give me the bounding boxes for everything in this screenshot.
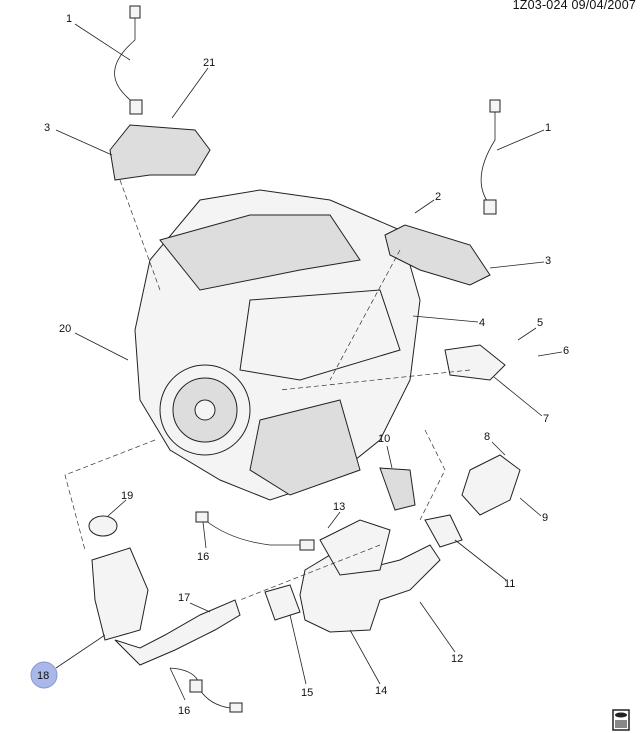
- callout-14[interactable]: 14: [375, 685, 387, 697]
- catalytic-converter-left: [91, 547, 149, 641]
- gasket-19: [88, 515, 118, 537]
- callout-16[interactable]: 16: [178, 705, 190, 717]
- callout-18[interactable]: 18: [37, 670, 49, 682]
- leader-lines: [55, 23, 563, 701]
- gasket-15: [264, 584, 301, 621]
- exhaust-manifold-right: [444, 344, 506, 381]
- diagram-id-date: 1Z03-024 09/04/2007: [512, 0, 636, 12]
- callout-7[interactable]: 7: [543, 413, 549, 425]
- heat-shield-left: [109, 124, 211, 181]
- callout-16[interactable]: 16: [197, 551, 209, 563]
- callout-3[interactable]: 3: [545, 255, 551, 267]
- oxygen-sensor-mid: [204, 519, 300, 546]
- oxygen-sensor-upper-right: [480, 105, 496, 206]
- pipe-8: [461, 454, 521, 516]
- callout-5[interactable]: 5: [537, 317, 543, 329]
- callout-15[interactable]: 15: [301, 687, 313, 699]
- callouts: 1 21 3 1 2 3 4 5 6 20 7 8 10 19 9 13 16 …: [37, 13, 569, 717]
- callout-12[interactable]: 12: [451, 653, 463, 665]
- callout-13[interactable]: 13: [333, 501, 345, 513]
- heat-shield-right: [384, 224, 491, 286]
- catalytic-converter-right: [319, 519, 391, 576]
- callout-highlight: [30, 661, 58, 689]
- callout-20[interactable]: 20: [59, 323, 71, 335]
- callout-11[interactable]: 11: [504, 578, 515, 590]
- callout-3[interactable]: 3: [44, 122, 50, 134]
- callout-1[interactable]: 1: [545, 122, 551, 134]
- callout-10[interactable]: 10: [378, 433, 390, 445]
- exhaust-pipe-front: [114, 599, 241, 666]
- callout-9[interactable]: 9: [542, 512, 548, 524]
- bracket-10: [379, 467, 416, 511]
- gm-service-logo-icon: [612, 709, 630, 731]
- callout-17[interactable]: 17: [178, 592, 190, 604]
- gasket-11: [424, 514, 463, 548]
- callout-2[interactable]: 2: [435, 191, 441, 203]
- callout-19[interactable]: 19: [121, 490, 133, 502]
- callout-1[interactable]: 1: [66, 13, 72, 25]
- oxygen-sensor-upper-left: [114, 12, 136, 106]
- callout-21[interactable]: 21: [203, 57, 215, 69]
- callout-6[interactable]: 6: [563, 345, 569, 357]
- callout-4[interactable]: 4: [479, 317, 485, 329]
- callout-8[interactable]: 8: [484, 431, 490, 443]
- engine-assembly: [134, 189, 421, 501]
